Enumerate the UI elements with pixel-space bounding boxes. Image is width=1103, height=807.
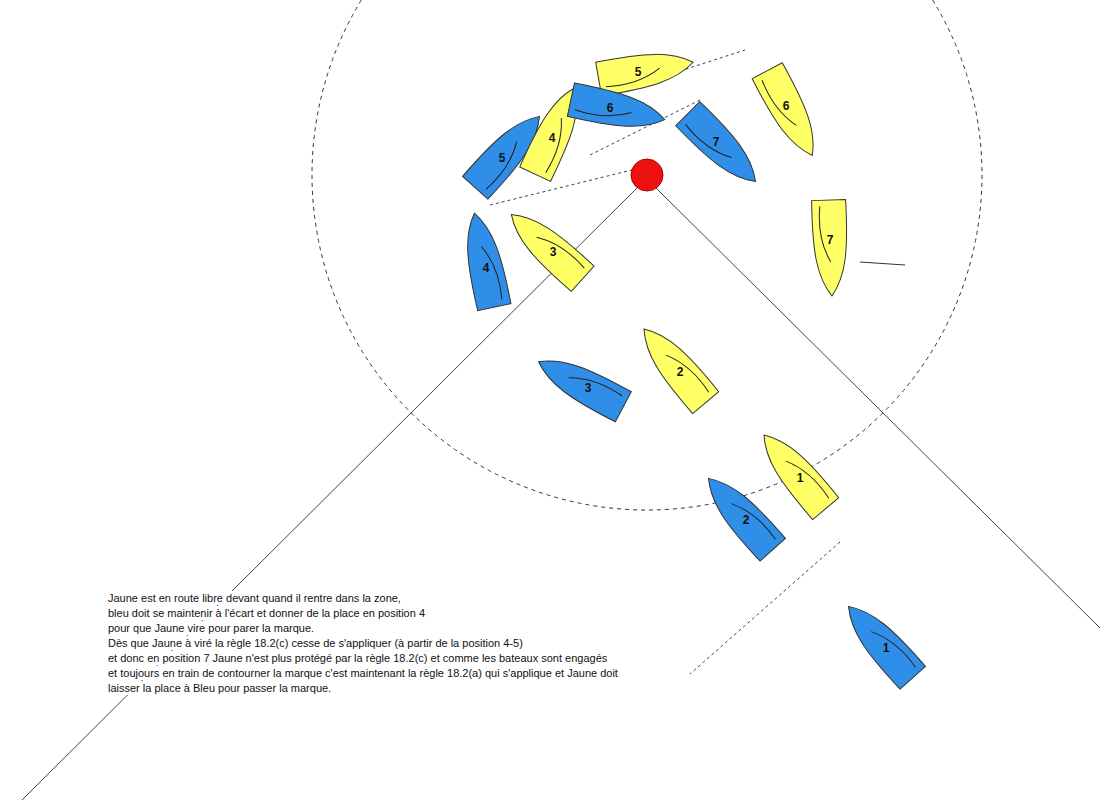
sail <box>666 349 710 398</box>
hull <box>751 424 839 520</box>
boat-hull: 2 <box>726 508 766 532</box>
layline <box>22 185 640 800</box>
hull <box>676 102 768 194</box>
hull <box>530 347 631 422</box>
boat-hull: 2 <box>660 360 700 384</box>
boat-hull: 6 <box>766 94 806 118</box>
zone-circle <box>312 0 982 510</box>
sail <box>871 625 916 673</box>
position-number: 6 <box>590 96 630 120</box>
boat-hull: 3 <box>568 376 608 400</box>
hull <box>458 210 512 311</box>
sail <box>761 76 796 130</box>
boat-hull: 5 <box>482 146 522 170</box>
sail <box>731 497 776 545</box>
boat-hull: 3 <box>533 240 573 264</box>
position-number: 7 <box>810 228 850 252</box>
boat-hull: 1 <box>780 466 820 490</box>
overlap-line <box>490 168 640 205</box>
boat-hull: 4 <box>532 126 572 150</box>
rule-note: pour que Jaune vire pour parer la marque… <box>108 621 314 635</box>
layline <box>656 188 1100 628</box>
hull <box>596 45 697 95</box>
hull <box>696 467 786 561</box>
hull <box>836 595 926 689</box>
position-number: 2 <box>726 508 766 532</box>
boat-hull: 7 <box>810 228 850 252</box>
sail <box>685 118 732 165</box>
position-number: 2 <box>660 360 700 384</box>
position-number: 7 <box>696 130 736 154</box>
boat-hull: 4 <box>466 256 506 280</box>
sail <box>479 142 524 190</box>
boat-hull: 7 <box>696 130 736 154</box>
rule-note: Jaune est en route libre devant quand il… <box>108 591 401 605</box>
mark-buoy <box>631 159 663 191</box>
hull <box>631 318 719 414</box>
sail <box>605 68 662 88</box>
rule-note: et toujours en train de contourner la ma… <box>108 666 618 680</box>
hull <box>811 199 849 296</box>
rule-note: bleu doit se maintenir à l'écart et donn… <box>108 606 425 620</box>
hull <box>500 202 594 292</box>
rule-note: et donc en position 7 Jaune n'est plus p… <box>108 651 607 665</box>
position-number: 4 <box>532 126 572 150</box>
hull <box>752 63 827 164</box>
position-number: 1 <box>780 466 820 490</box>
position-number: 3 <box>533 240 573 264</box>
hull <box>567 83 668 137</box>
rule-note: laisser la place à Bleu pour passer la m… <box>108 681 331 695</box>
boat-hull: 5 <box>618 60 658 84</box>
sail <box>569 369 623 404</box>
sail-line <box>860 262 905 265</box>
sail <box>786 455 830 504</box>
position-number: 3 <box>568 376 608 400</box>
rule-note: Dès que Jaune à viré la règle 18.2(c) ce… <box>108 636 523 650</box>
position-number: 5 <box>482 146 522 170</box>
overlap-line <box>690 542 840 674</box>
position-number: 4 <box>466 256 506 280</box>
sail <box>538 118 571 173</box>
position-number: 1 <box>866 636 906 660</box>
position-number: 6 <box>766 94 806 118</box>
sail <box>537 230 585 275</box>
boat-hull: 1 <box>866 636 906 660</box>
position-number: 5 <box>618 60 658 84</box>
sail <box>575 101 632 122</box>
boat-hull: 6 <box>590 96 630 120</box>
